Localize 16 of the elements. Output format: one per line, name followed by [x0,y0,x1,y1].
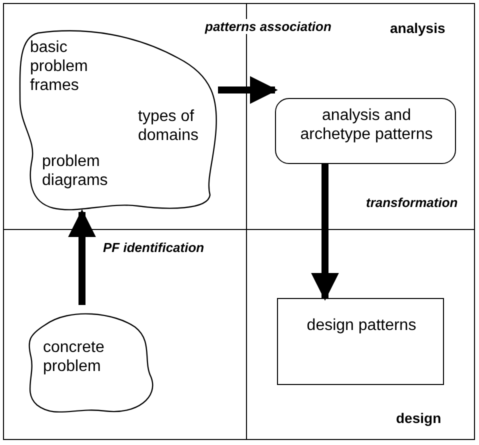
node-text: basic problem frames [30,38,89,95]
node-text: analysis and archetype patterns [299,106,434,144]
node-text: problem diagrams [42,152,109,190]
node-text: concrete problem [43,338,106,376]
quadrant-label: analysis [390,20,446,36]
arrow [68,209,96,305]
arrow [218,76,278,104]
arrow [311,164,339,301]
edge-label: PF identification [103,240,204,255]
rounded-box [275,98,456,164]
edge-label: transformation [366,195,458,210]
node-text: design patterns [306,316,418,335]
edge-label: patterns association [205,19,332,34]
process-box [277,298,444,385]
quadrant-label: design [396,410,442,426]
node-text: types of domains [138,107,200,145]
